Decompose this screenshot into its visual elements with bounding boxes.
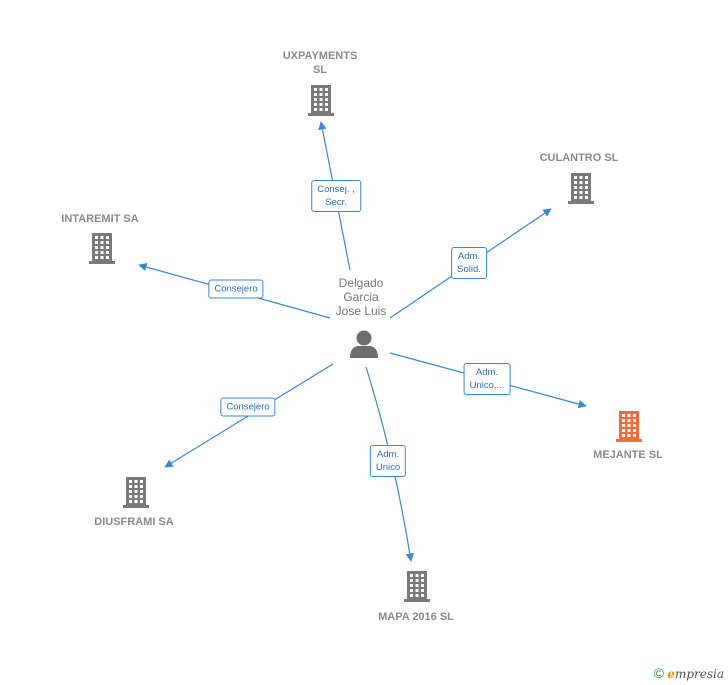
building-icon-mapa[interactable] <box>404 571 430 602</box>
copyright-footer: © empresia <box>654 665 724 681</box>
company-label-uxpayments[interactable]: UXPAYMENTS SL <box>282 50 358 76</box>
building-icon-mejante[interactable] <box>616 411 642 442</box>
company-label-culantro[interactable]: CULANTRO SL <box>539 152 619 164</box>
relation-label-diusframi[interactable]: Consejero <box>220 397 276 417</box>
building-icon-intaremit[interactable] <box>89 233 115 264</box>
copyright-symbol: © <box>653 665 664 681</box>
company-label-mapa[interactable]: MAPA 2016 SL <box>378 611 454 623</box>
building-icon-culantro[interactable] <box>568 173 594 204</box>
relation-label-intaremit[interactable]: Consejero <box>208 279 264 299</box>
relation-label-uxpayments[interactable]: Consej. , Secr. <box>311 180 361 212</box>
brand-logo: empresia <box>667 667 724 681</box>
building-icon-uxpayments[interactable] <box>308 85 334 116</box>
building-icon-diusframi[interactable] <box>123 477 149 508</box>
person-icon[interactable] <box>350 330 378 359</box>
person-name[interactable]: Delgado Garcia Jose Luis <box>335 276 387 318</box>
relation-label-mejante[interactable]: Adm. Unico,... <box>463 363 511 395</box>
company-label-diusframi[interactable]: DIUSFRAMI SA <box>94 516 174 528</box>
company-label-mejante[interactable]: MEJANTE SL <box>593 449 663 461</box>
relation-label-culantro[interactable]: Adm. Solid. <box>451 247 487 279</box>
company-label-intaremit[interactable]: INTAREMIT SA <box>61 213 139 225</box>
relation-label-mapa[interactable]: Adm. Unico <box>369 445 407 477</box>
